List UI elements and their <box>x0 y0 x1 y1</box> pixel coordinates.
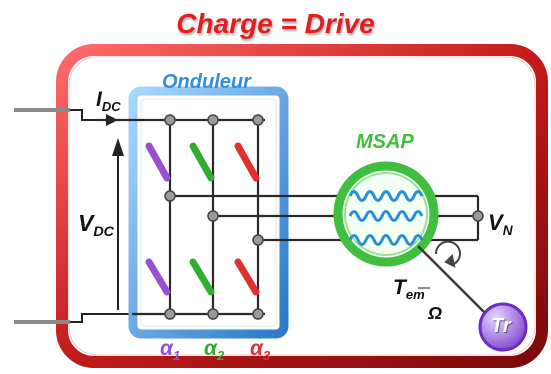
alpha-2-symbol: α <box>204 337 218 360</box>
motor-stator <box>333 161 439 267</box>
alpha-2-subscript: 2 <box>217 347 225 363</box>
dc-input-leads <box>14 108 70 324</box>
alpha-3-symbol: α <box>250 337 264 360</box>
dc-voltage-symbol: V <box>78 210 94 236</box>
torque-symbol: T <box>393 276 406 299</box>
alpha-1-subscript: 1 <box>173 347 181 363</box>
neutral-voltage-subscript: N <box>502 222 513 238</box>
alpha-3-label: α3 <box>250 337 271 363</box>
inverter-label: Onduleur <box>162 71 251 93</box>
switch-high-phase-3 <box>234 142 260 182</box>
alpha-1-label: α1 <box>160 337 181 363</box>
dc-current-symbol: I <box>96 88 102 111</box>
torque-label: Tem <box>393 276 425 302</box>
dc-voltage-subscript: DC <box>93 223 114 240</box>
motor-coils <box>348 190 424 246</box>
switch-low-phase-3 <box>234 258 260 296</box>
speed-label: Ω <box>428 303 443 323</box>
switch-low-phase-1 <box>145 258 171 296</box>
transmission-circle <box>478 302 528 352</box>
dc-voltage-arrow <box>112 138 124 310</box>
motor-shaft <box>417 245 491 319</box>
inverter-switches <box>145 142 260 296</box>
neutral-voltage-symbol: V <box>488 210 503 235</box>
rotation-arrow <box>418 240 461 289</box>
dc-current-subscript: DC <box>101 98 121 114</box>
switch-low-phase-2 <box>189 258 215 296</box>
alpha-2-label: α2 <box>204 337 225 363</box>
alpha-3-subscript: 3 <box>263 347 271 363</box>
junction-dots <box>164 114 484 320</box>
switch-high-phase-1 <box>145 142 171 182</box>
alpha-1-symbol: α <box>160 337 174 360</box>
dc-current-label: IDC <box>96 88 121 114</box>
dc-voltage-label: VDC <box>78 210 114 240</box>
neutral-voltage-label: VN <box>488 210 513 238</box>
diagram-title: Charge = Drive <box>176 8 375 39</box>
transmission-label: Tr <box>491 315 511 337</box>
motor-label: MSAP <box>356 131 414 153</box>
switch-high-phase-2 <box>189 142 215 182</box>
torque-subscript: em <box>405 286 425 302</box>
